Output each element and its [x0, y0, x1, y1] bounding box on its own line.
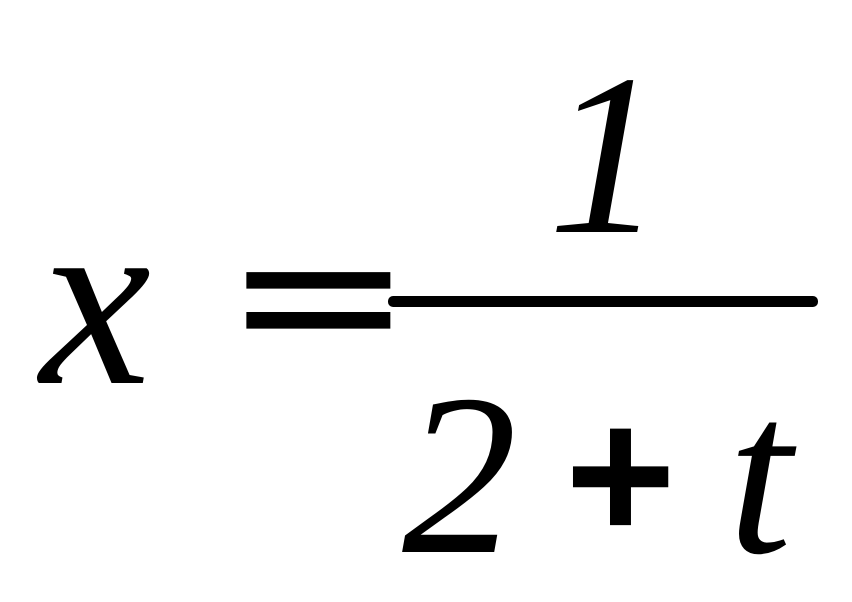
equation: x = 1 2 + t [40, 27, 818, 602]
plus-sign: + [565, 369, 676, 581]
variable-t: t [728, 347, 792, 602]
fraction-bar [388, 296, 818, 307]
fraction-numerator: 1 [548, 27, 663, 282]
variable-x: x [40, 161, 151, 438]
equals-sign: = [222, 178, 415, 411]
denominator-number: 2 [402, 347, 517, 602]
